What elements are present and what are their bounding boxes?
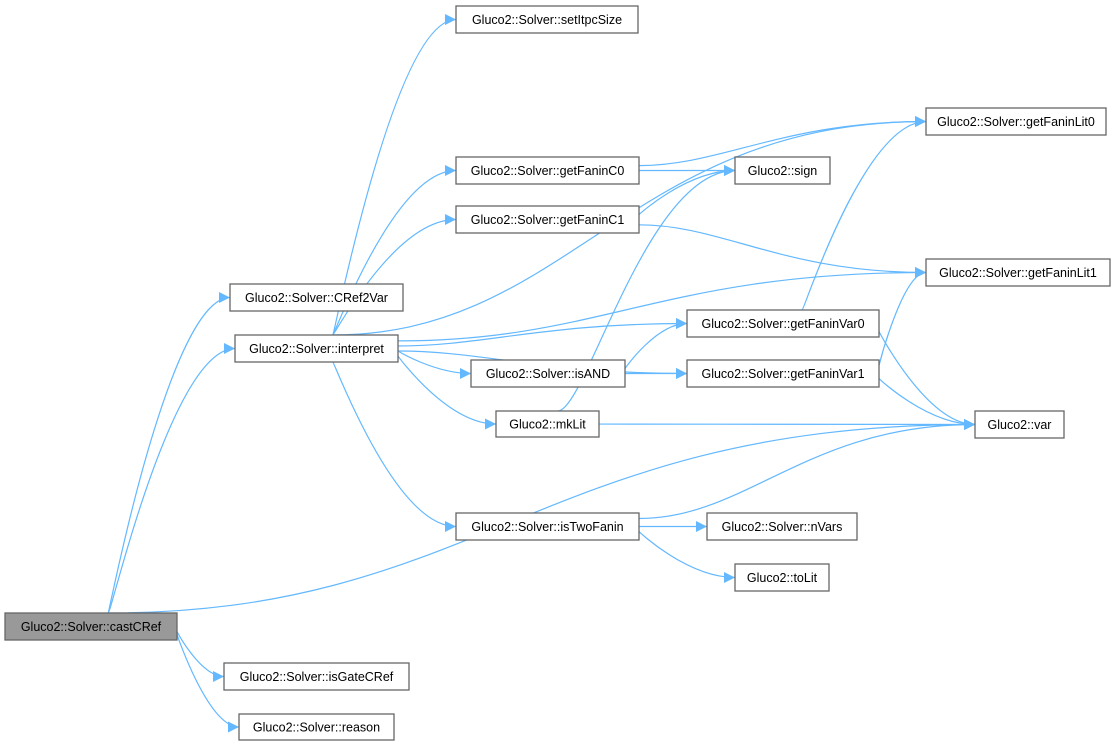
edge-interpret-to-isAND: [397, 350, 472, 379]
node-box: [234, 334, 399, 363]
node-mkLit[interactable]: Gluco2::mkLit: [495, 410, 600, 438]
edge-getFaninVar1-to-var: [878, 378, 976, 430]
node-box: [229, 283, 404, 312]
edge-getFaninVar0-to-getFaninLit0: [801, 116, 927, 311]
node-toLit[interactable]: Gluco2::toLit: [734, 563, 830, 592]
node-label: Gluco2::Solver::getFaninVar1: [701, 367, 864, 381]
node-box: [238, 713, 395, 741]
node-var[interactable]: Gluco2::var: [974, 410, 1065, 439]
node-box: [455, 156, 640, 185]
edge-castCRef-to-CRef2Var: [107, 292, 231, 614]
edge-interpret-to-getFaninC0: [332, 165, 457, 336]
node-label: Gluco2::Solver::isTwoFanin: [471, 520, 623, 534]
node-reason[interactable]: Gluco2::Solver::reason: [238, 713, 395, 741]
edge-getFaninC0-to-getFaninLit0: [638, 116, 927, 167]
node-getFaninC0[interactable]: Gluco2::Solver::getFaninC0: [455, 156, 640, 185]
node-box: [470, 359, 626, 388]
node-sign[interactable]: Gluco2::sign: [734, 156, 831, 185]
edge-getFaninVar1-to-getFaninLit1: [878, 267, 927, 366]
edge-interpret-to-getFaninLit1: [397, 267, 927, 342]
node-label: Gluco2::Solver::getFaninC0: [471, 164, 625, 178]
node-label: Gluco2::Solver::reason: [253, 721, 380, 735]
edge-mkLit-to-sign: [557, 165, 736, 412]
node-box: [686, 309, 880, 338]
node-label: Gluco2::toLit: [747, 571, 818, 585]
edge-interpret-to-mkLit: [397, 355, 497, 430]
node-nVars[interactable]: Gluco2::Solver::nVars: [706, 512, 858, 541]
node-box: [686, 359, 880, 388]
node-label: Gluco2::Solver::CRef2Var: [245, 291, 388, 305]
node-getFaninC1[interactable]: Gluco2::Solver::getFaninC1: [455, 205, 640, 234]
node-label: Gluco2::Solver::nVars: [722, 520, 843, 534]
edge-interpret-to-getFaninVar0: [397, 318, 688, 347]
node-box: [925, 258, 1111, 287]
edge-castCRef-to-isGateCRef: [176, 631, 225, 682]
node-label: Gluco2::Solver::castCRef: [21, 620, 162, 634]
node-box: [495, 410, 600, 438]
edge-getFaninC1-to-sign: [638, 165, 736, 216]
node-box: [223, 662, 410, 691]
node-box: [4, 612, 178, 641]
node-label: Gluco2::var: [988, 418, 1052, 432]
node-getFaninVar1[interactable]: Gluco2::Solver::getFaninVar1: [686, 359, 880, 388]
node-interpret[interactable]: Gluco2::Solver::interpret: [234, 334, 399, 363]
edge-isTwoFanin-to-toLit: [638, 531, 736, 583]
node-label: Gluco2::Solver::interpret: [249, 342, 384, 356]
node-getFaninLit1[interactable]: Gluco2::Solver::getFaninLit1: [925, 258, 1111, 287]
node-getFaninLit0[interactable]: Gluco2::Solver::getFaninLit0: [925, 107, 1107, 136]
node-label: Gluco2::Solver::setItpcSize: [472, 13, 622, 27]
node-castCRef[interactable]: Gluco2::Solver::castCRef: [4, 612, 178, 641]
node-box: [706, 512, 858, 541]
edge-interpret-to-getFaninC1: [332, 214, 457, 336]
node-label: Gluco2::sign: [748, 164, 818, 178]
edge-castCRef-to-interpret: [107, 343, 236, 614]
node-label: Gluco2::Solver::isGateCRef: [240, 670, 394, 684]
node-isTwoFanin[interactable]: Gluco2::Solver::isTwoFanin: [455, 512, 640, 541]
node-label: Gluco2::Solver::getFaninVar0: [701, 317, 864, 331]
node-label: Gluco2::Solver::isAND: [486, 367, 610, 381]
node-box: [734, 563, 830, 592]
node-box: [925, 107, 1107, 136]
node-getFaninVar0[interactable]: Gluco2::Solver::getFaninVar0: [686, 309, 880, 338]
edge-getFaninC1-to-getFaninLit1: [638, 224, 927, 278]
edge-isAND-to-getFaninVar0: [624, 318, 688, 369]
node-isGateCRef[interactable]: Gluco2::Solver::isGateCRef: [223, 662, 410, 691]
node-setItpcSize[interactable]: Gluco2::Solver::setItpcSize: [455, 5, 639, 34]
edge-castCRef-to-reason: [176, 634, 240, 733]
node-label: Gluco2::mkLit: [509, 418, 586, 432]
node-box: [974, 410, 1065, 439]
node-label: Gluco2::Solver::getFaninLit0: [937, 115, 1095, 129]
edge-getFaninVar0-to-var: [878, 331, 976, 430]
node-CRef2Var[interactable]: Gluco2::Solver::CRef2Var: [229, 283, 404, 312]
node-box: [455, 205, 640, 234]
node-isAND[interactable]: Gluco2::Solver::isAND: [470, 359, 626, 388]
edge-isTwoFanin-to-var: [638, 419, 976, 520]
node-box: [455, 512, 640, 541]
node-box: [734, 156, 831, 185]
edge-interpret-to-setItpcSize: [332, 14, 457, 336]
node-box: [455, 5, 639, 34]
edge-interpret-to-isTwoFanin: [332, 361, 457, 532]
nodes-layer: Gluco2::Solver::castCRefGluco2::Solver::…: [4, 5, 1111, 741]
node-label: Gluco2::Solver::getFaninC1: [471, 213, 625, 227]
node-label: Gluco2::Solver::getFaninLit1: [939, 266, 1097, 280]
